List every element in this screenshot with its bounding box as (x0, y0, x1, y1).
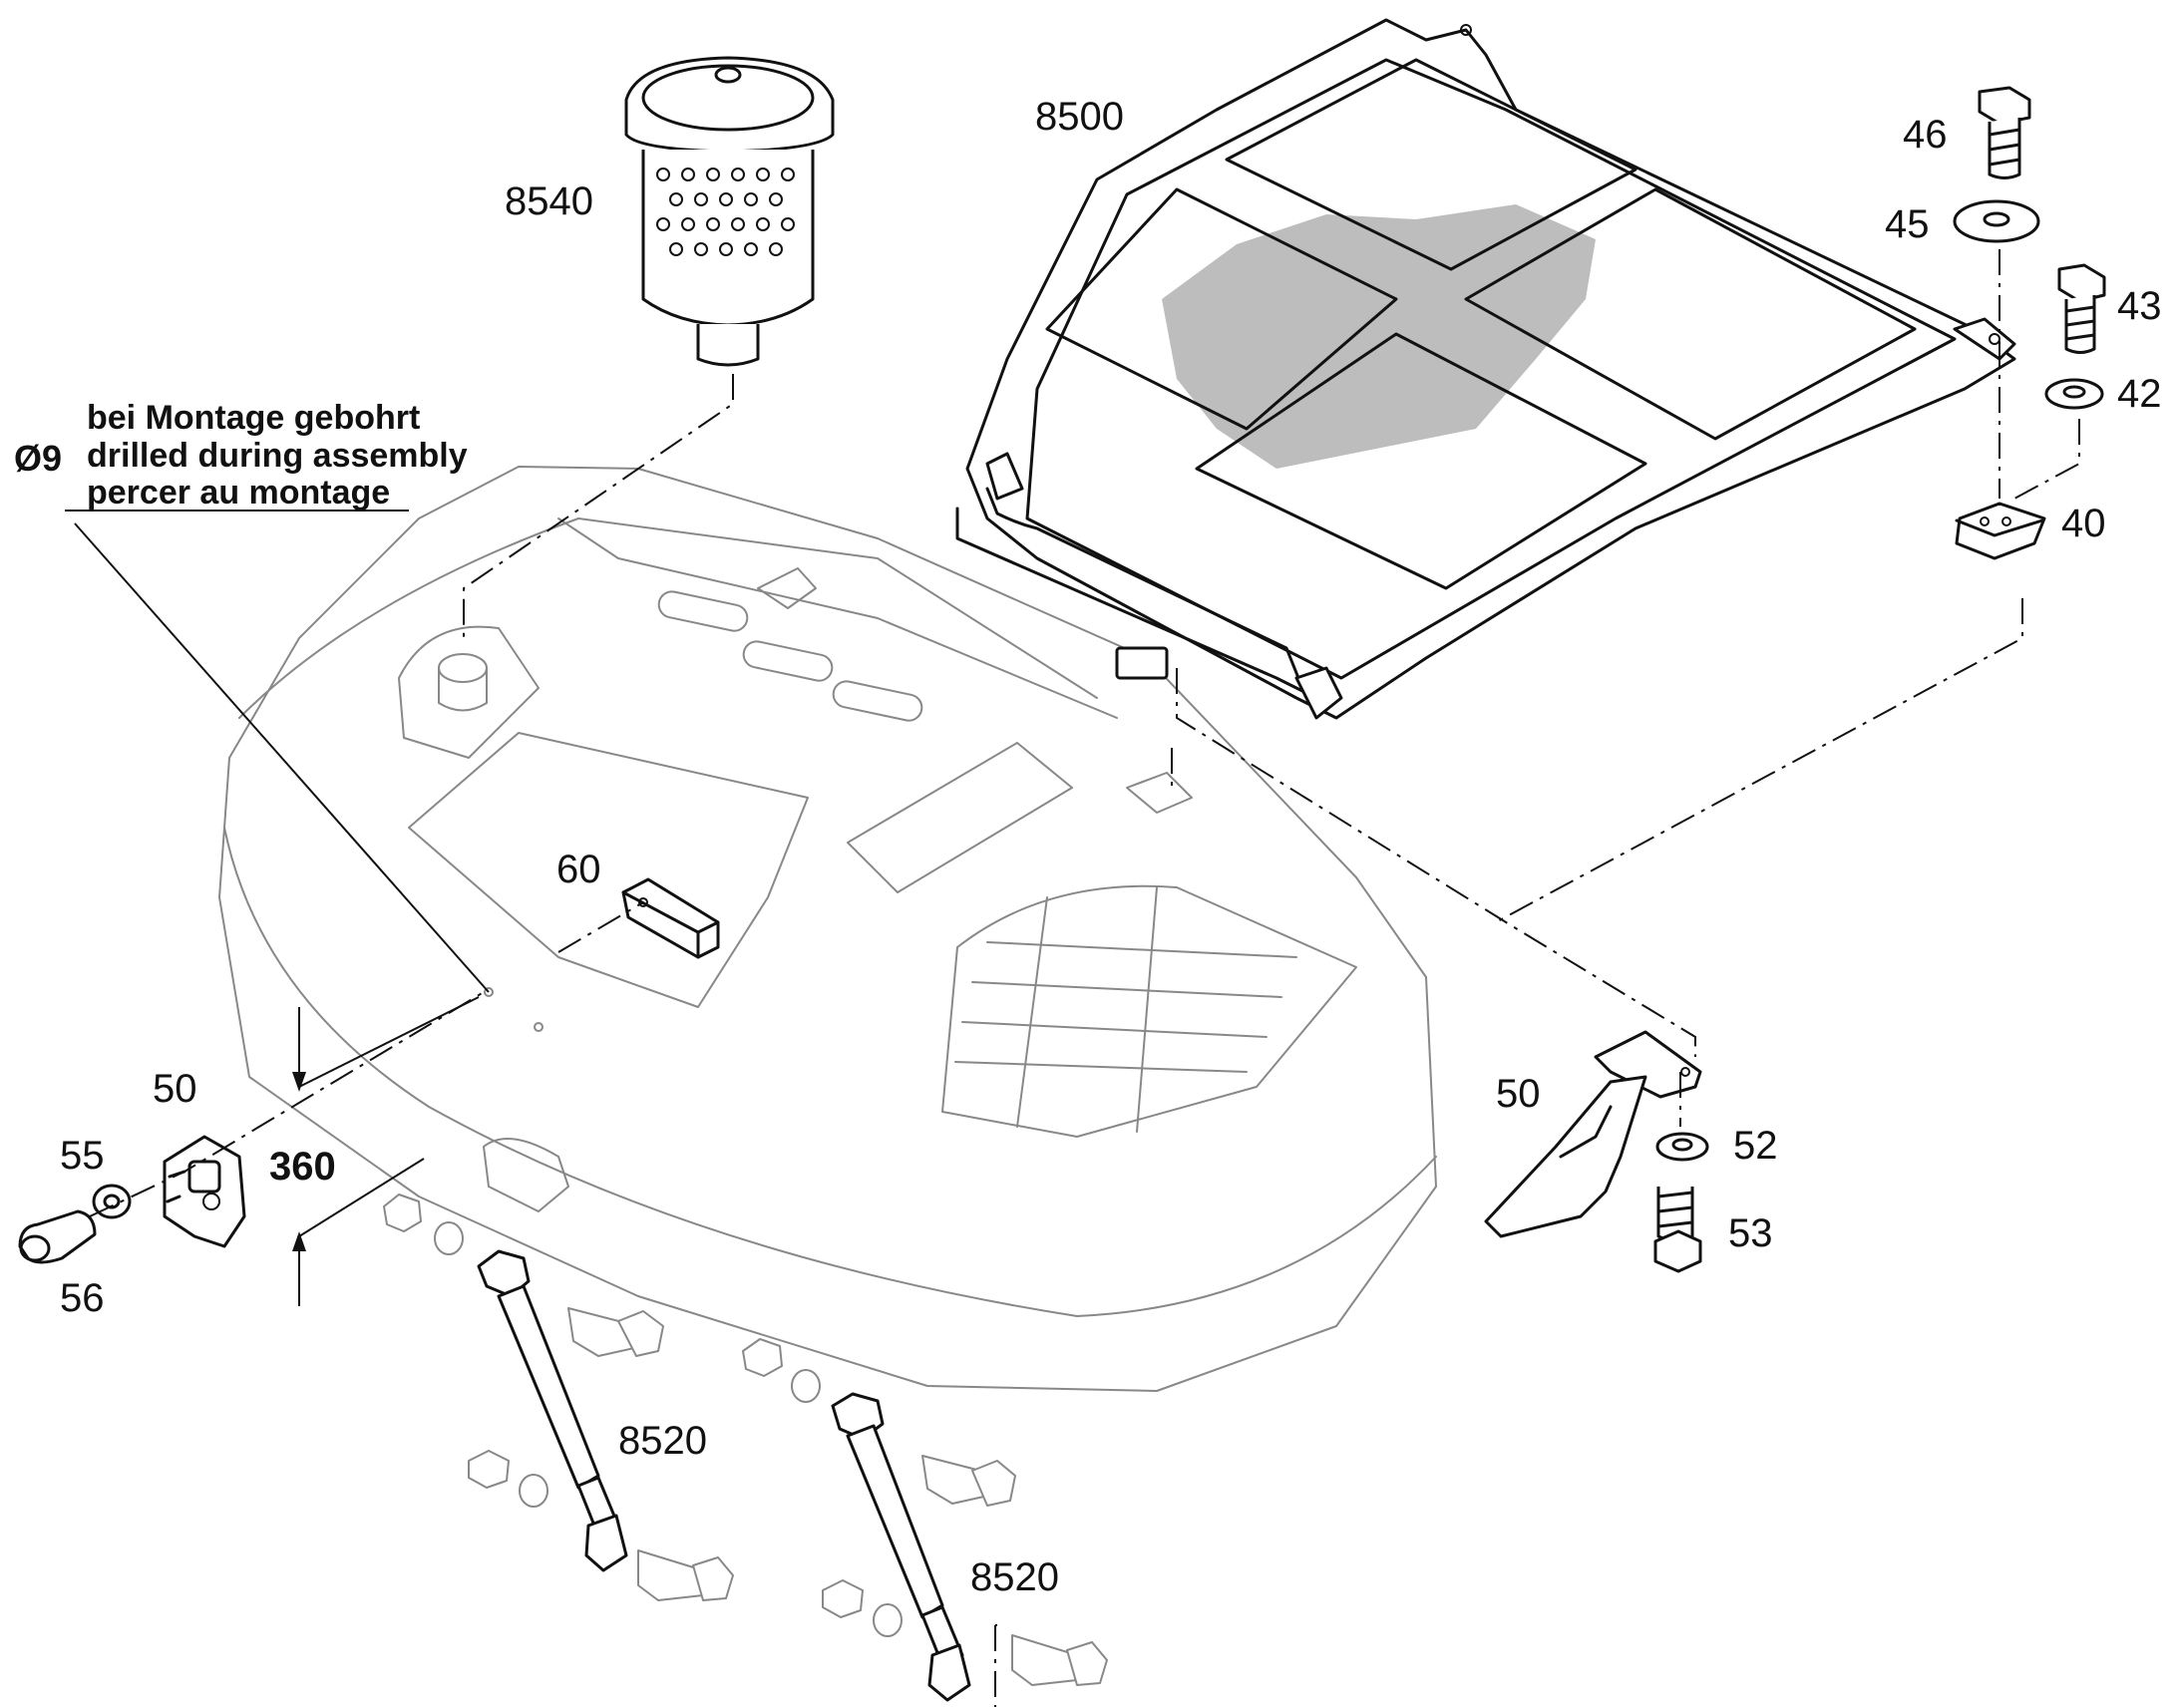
plate-60 (557, 877, 720, 959)
screw-56 (18, 1209, 97, 1264)
callout-8520-upper: 8520 (618, 1419, 707, 1463)
hardware-right-stack (1953, 86, 2106, 560)
washer-52 (1655, 1132, 1709, 1162)
latch-right-50 (1484, 1030, 1702, 1238)
callout-50-left: 50 (153, 1067, 197, 1111)
filter-perforation (656, 168, 795, 256)
block-40 (1955, 502, 2046, 560)
drill-note-fr: percer au montage (87, 474, 390, 512)
dimension-360-label: 360 (269, 1145, 336, 1189)
cover-8500 (955, 18, 2023, 1057)
bolt-53 (1653, 1187, 1702, 1273)
washer-45 (1953, 199, 2040, 243)
callout-8520-lower: 8520 (970, 1555, 1059, 1599)
callout-50-right: 50 (1496, 1072, 1541, 1116)
washer-42 (2044, 378, 2104, 410)
latch-left-50 (163, 1135, 246, 1248)
dimension-360 (292, 996, 480, 1306)
gas-strut-8520-upper (383, 1194, 734, 1601)
callout-60: 60 (556, 848, 601, 891)
callout-43: 43 (2117, 284, 2162, 328)
bolt-43 (2057, 263, 2106, 354)
drill-note-de: bei Montage gebohrt (87, 399, 420, 437)
air-filter-8540 (463, 56, 835, 638)
bolt-46 (1978, 86, 2031, 179)
callout-53: 53 (1728, 1211, 1773, 1255)
drill-note-en: drilled during assembly (87, 437, 468, 475)
callout-8540: 8540 (505, 179, 593, 223)
gas-strut-8520-lower (742, 1338, 1108, 1702)
drill-diameter: Ø9 (14, 438, 62, 479)
hood-housing (218, 466, 1437, 1392)
callout-56: 56 (60, 1276, 105, 1320)
callout-8500: 8500 (1035, 95, 1124, 139)
callout-45: 45 (1885, 202, 1930, 246)
callout-52: 52 (1733, 1124, 1778, 1168)
callout-55: 55 (60, 1134, 105, 1178)
callout-46: 46 (1903, 113, 1948, 157)
callout-40: 40 (2061, 502, 2106, 545)
callout-42: 42 (2117, 372, 2162, 416)
